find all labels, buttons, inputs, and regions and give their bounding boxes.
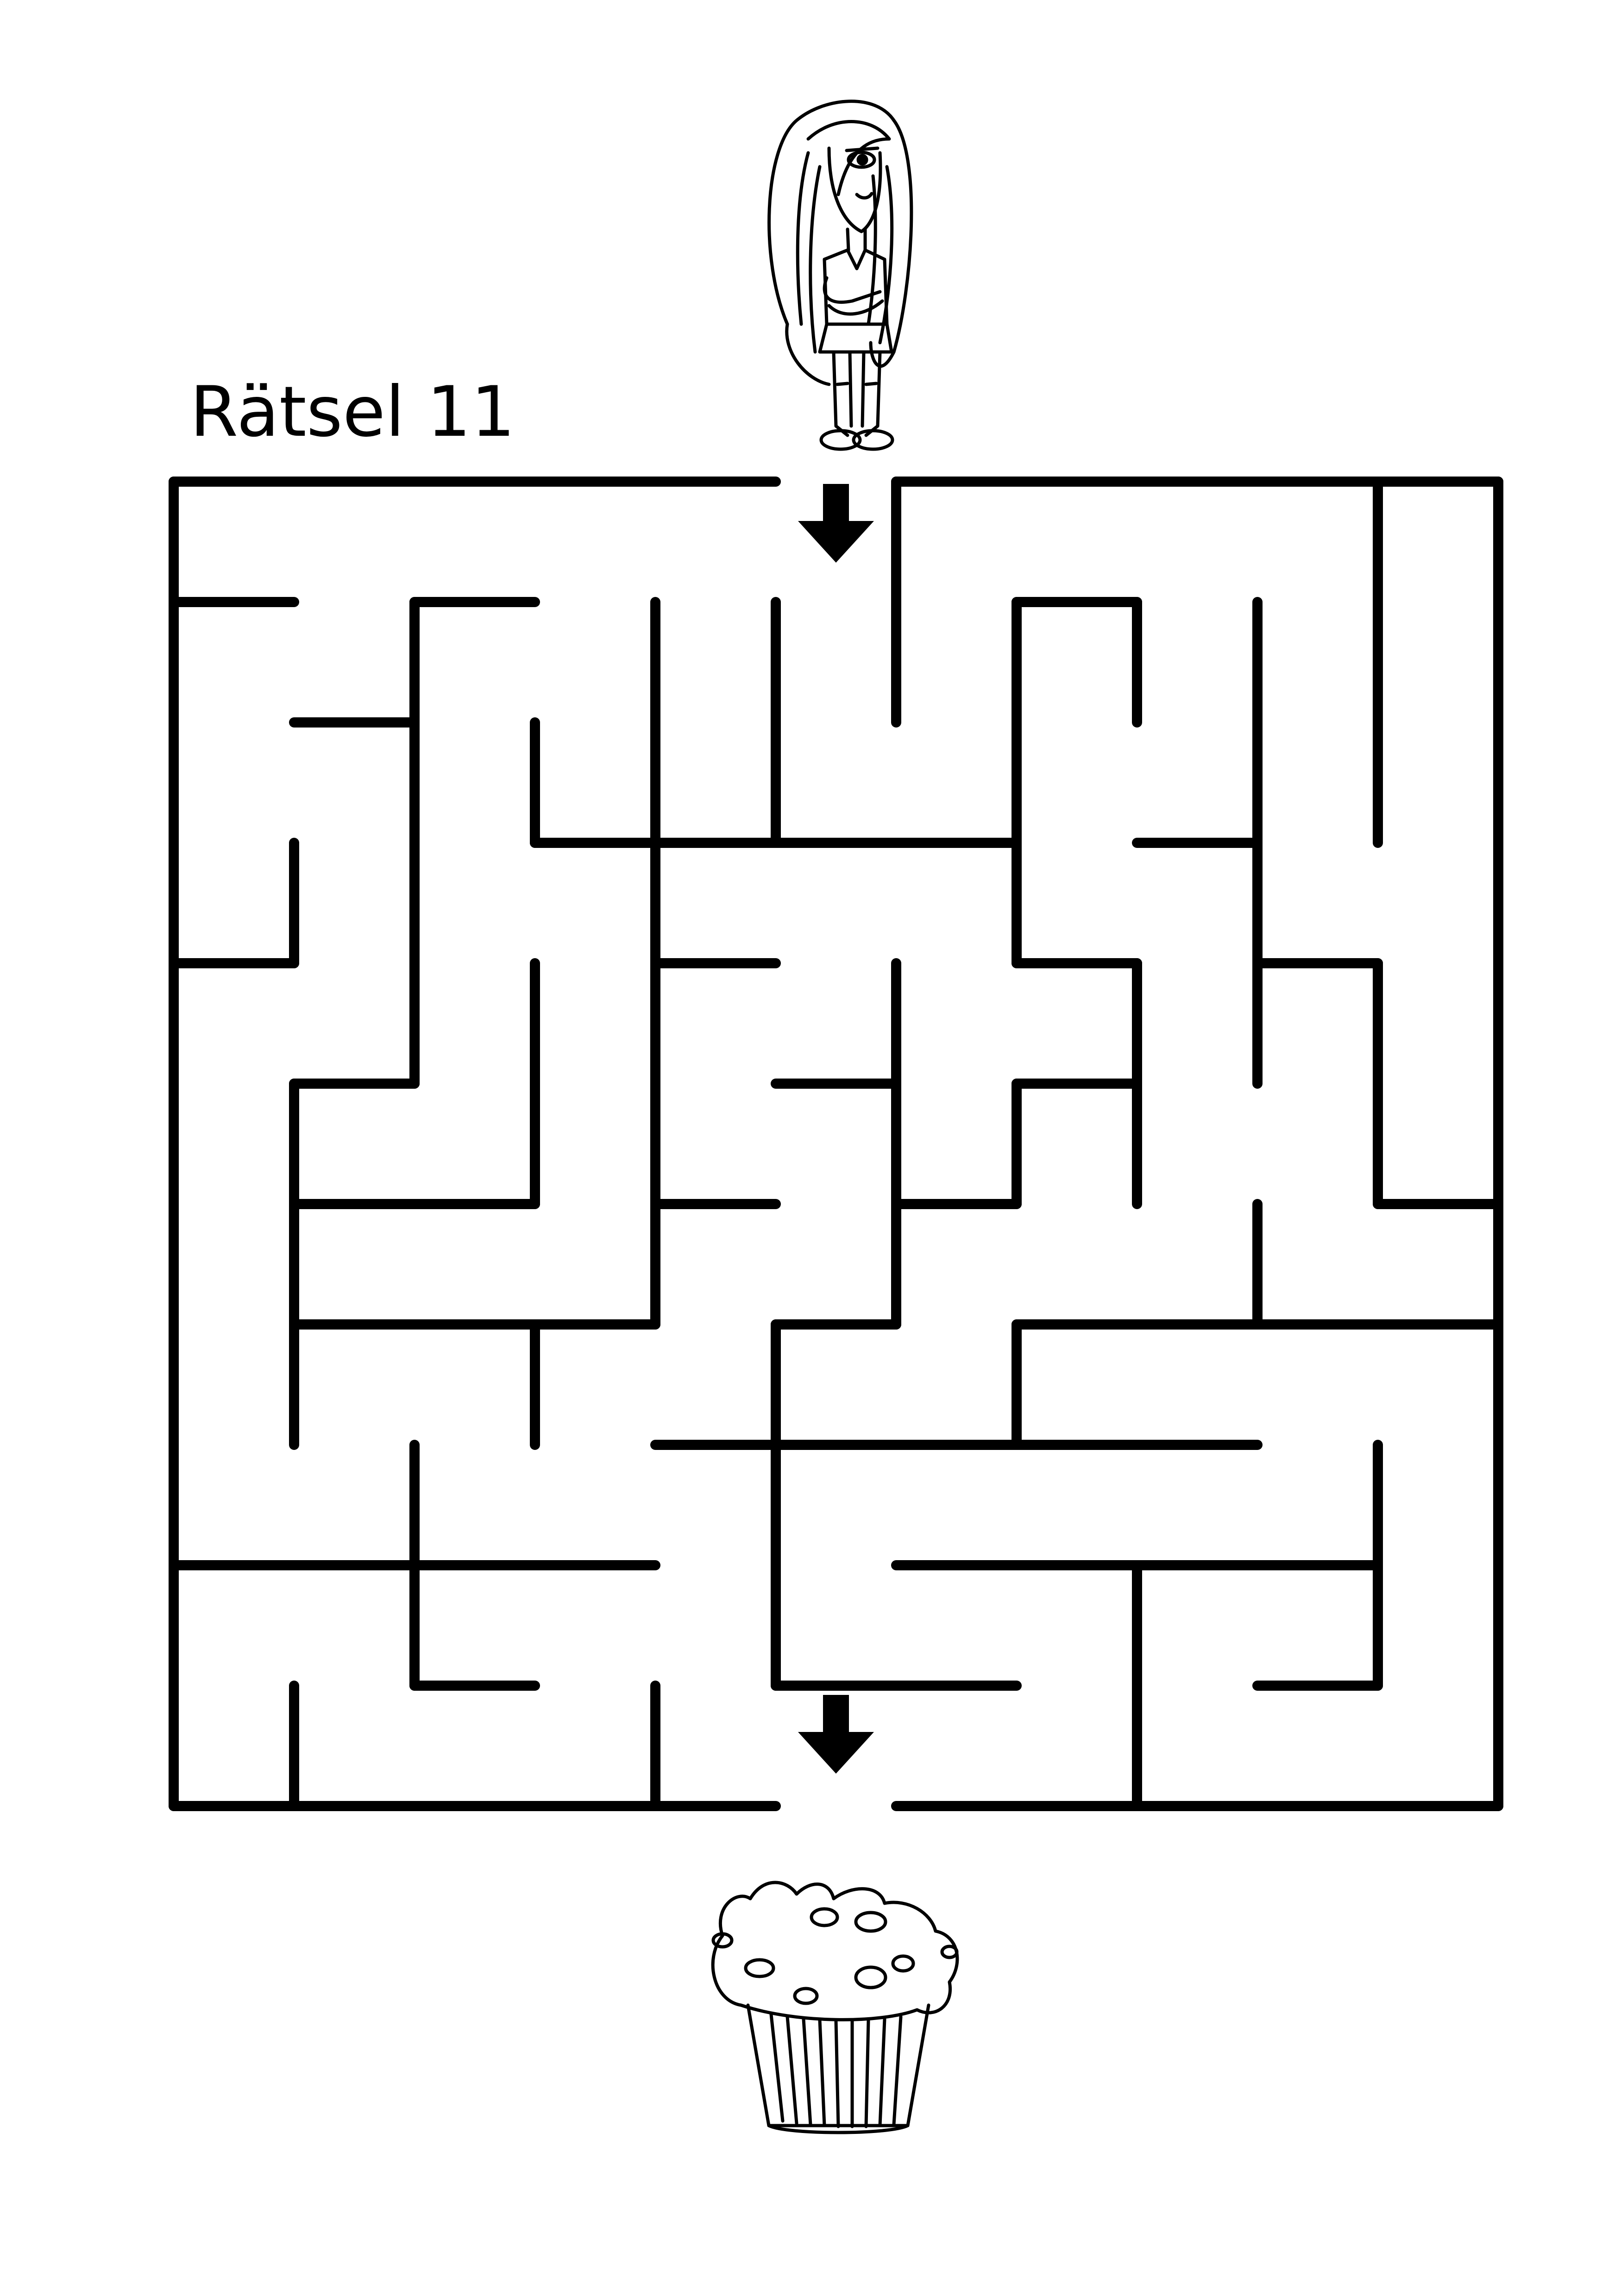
puzzle-title: Rätsel 11 [190, 372, 515, 452]
entrance-arrow-icon [798, 484, 874, 563]
exit-arrow-icon [798, 1695, 874, 1774]
muffin-icon [711, 1881, 959, 2134]
maze-walls [169, 477, 1503, 1811]
girl-icon [767, 100, 913, 451]
